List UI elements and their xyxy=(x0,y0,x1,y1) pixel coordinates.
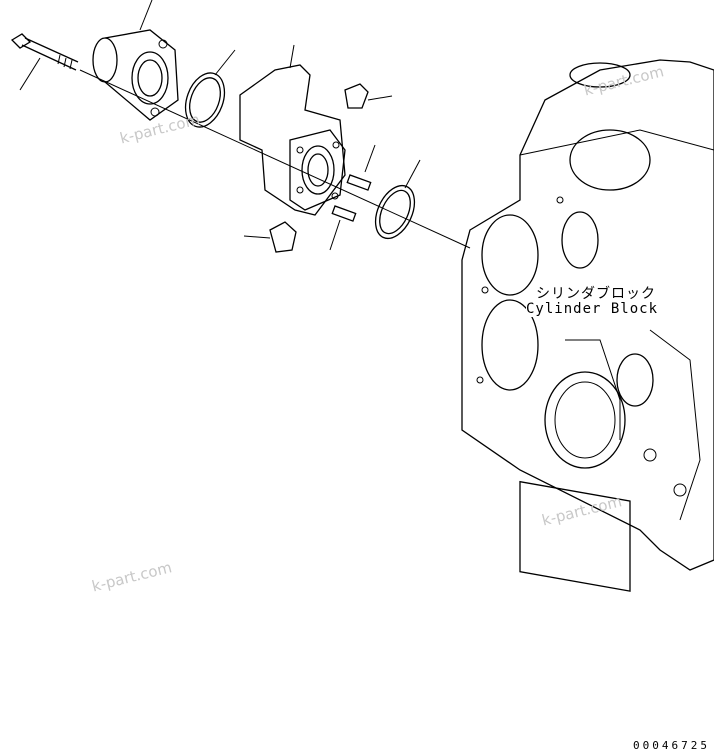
o-ring-part xyxy=(374,159,421,240)
cylinder-block-label-en: Cylinder Block xyxy=(526,301,659,317)
dowel-pin-part xyxy=(346,144,376,191)
drawing-number: 00046725 xyxy=(633,739,710,752)
water-flange-part xyxy=(92,0,179,121)
assembly-axis-line xyxy=(79,69,471,249)
thermostat-housing-part xyxy=(239,44,346,216)
cylinder-block-part xyxy=(461,59,714,592)
bolt-part xyxy=(10,33,79,91)
plug-part xyxy=(243,221,297,253)
plug-part xyxy=(344,83,393,109)
cylinder-block-label-jp: シリンダブロック xyxy=(536,283,656,303)
o-ring-part xyxy=(184,49,236,128)
dowel-pin-part xyxy=(329,205,357,251)
